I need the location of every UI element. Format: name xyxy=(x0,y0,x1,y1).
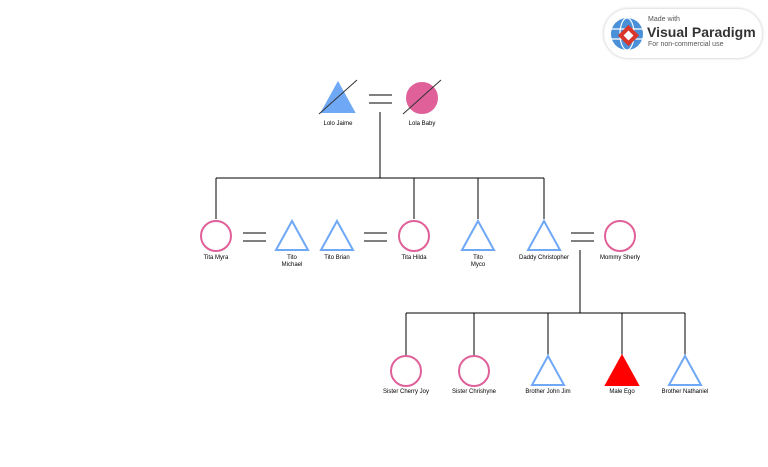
daddy-christopher-male-symbol xyxy=(526,218,562,251)
visual-paradigm-watermark: Made with Visual Paradigm For non-commer… xyxy=(604,9,762,58)
male-ego-male-symbol xyxy=(604,353,640,386)
sister-cherry-joy-female-symbol xyxy=(390,355,422,387)
label-tita-myra: Tita Myra xyxy=(203,255,229,261)
label-sister-chrishyne: Sister Chrishyne xyxy=(451,389,497,395)
tito-michael-male-symbol xyxy=(274,218,310,251)
label-tita-hilda: Tita Hilda xyxy=(401,255,427,261)
tito-brian-male-symbol xyxy=(319,218,355,251)
label-sister-cherry-joy: Sister Cherry Joy xyxy=(382,389,430,395)
watermark-made-with: Made with xyxy=(648,16,680,23)
label-brother-nathaniel: Brother Nathaniel xyxy=(661,389,709,395)
brother-nathaniel-male-symbol xyxy=(667,353,703,386)
label-male-ego: Male Ego xyxy=(609,389,635,395)
label-tito-michael: Tito Michael xyxy=(281,255,303,268)
lola-baby-deceased-mark xyxy=(402,79,442,115)
mommy-sherly-female-symbol xyxy=(604,220,636,252)
lolo-jaime-deceased-mark xyxy=(318,79,358,115)
tito-myco-male-symbol xyxy=(460,218,496,251)
label-brother-john-jim: Brother John Jim xyxy=(525,389,571,395)
label-lolo-jaime: Lolo Jaime xyxy=(323,121,353,127)
person-symbols xyxy=(200,79,703,387)
sister-chrishyne-female-symbol xyxy=(458,355,490,387)
visual-paradigm-logo-icon xyxy=(611,17,643,51)
label-mommy-sherly: Mommy Sherly xyxy=(599,255,641,261)
label-tito-myco: Tito Myco xyxy=(470,255,486,268)
watermark-note: For non-commercial use xyxy=(648,41,724,48)
brother-john-jim-male-symbol xyxy=(530,353,566,386)
tita-myra-female-symbol xyxy=(200,220,232,252)
label-lola-baby: Lola Baby xyxy=(408,121,436,127)
label-daddy-christopher: Daddy Christopher xyxy=(518,255,570,261)
watermark-brand: Visual Paradigm xyxy=(647,24,756,40)
tita-hilda-female-symbol xyxy=(398,220,430,252)
label-tito-brian: Tito Brian xyxy=(324,255,350,261)
connector-lines xyxy=(215,94,686,355)
